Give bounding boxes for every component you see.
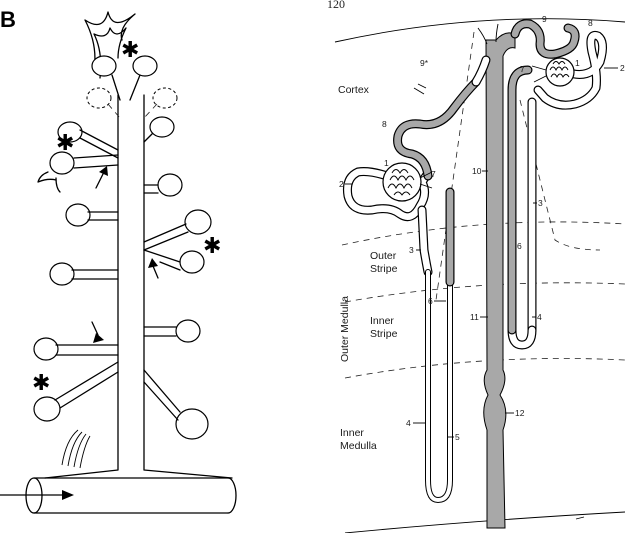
label-outer-medulla: Outer Medulla: [339, 296, 351, 362]
num-4b: 4: [537, 312, 542, 322]
papilla-mark: [575, 516, 585, 520]
num-2b: 2: [620, 63, 625, 73]
num-11: 11: [470, 312, 479, 322]
branch-right-4: [143, 249, 181, 271]
label-inner-medulla-1: Inner: [340, 427, 364, 439]
boundary-cortex: [341, 221, 625, 246]
num-4a: 4: [406, 418, 411, 428]
glomerulus-right-5: [175, 319, 201, 343]
glomerulus-right-3: [184, 209, 212, 235]
glomerulus-top-left: [91, 55, 117, 77]
top-fork: [84, 11, 136, 79]
panel-label: B: [0, 7, 16, 32]
boundary-outer-inner-stripe: [344, 282, 625, 303]
label-outer-stripe-2: Stripe: [370, 263, 398, 275]
dashed-glomerulus-left: [86, 87, 112, 109]
segment-labels: 1 2 8 7 3 6 4 5 10 11 12 9 9* 8 7 1 2: [339, 14, 625, 442]
dashed-stalks: [107, 103, 158, 119]
short-loop-nephron: [507, 19, 608, 350]
vessel-cylinder: [0, 477, 237, 514]
branch-left-2: [37, 154, 119, 193]
dashed-glomerulus-right: [152, 87, 178, 109]
label-cortex: Cortex: [338, 84, 370, 96]
branch-left-4: [71, 269, 119, 280]
num-10: 10: [472, 166, 482, 176]
num-3a: 3: [409, 245, 414, 255]
branch-right-6: [143, 369, 181, 421]
glomerulus-left-3: [65, 203, 91, 227]
label-inner-medulla-2: Medulla: [340, 440, 377, 452]
branch-right-5: [143, 326, 177, 337]
vessel-bundle: [61, 429, 91, 469]
glomerulus-left-6: [33, 396, 61, 422]
glomerulus-right-1: [149, 116, 175, 138]
arrow-low-head: [93, 333, 104, 343]
num-1a: 1: [384, 158, 389, 168]
num-7b: 7: [520, 64, 525, 74]
num-9-top: 9: [542, 14, 547, 24]
glomerulus-right-4: [179, 250, 205, 274]
num-8a: 8: [382, 119, 387, 129]
trunk-right-wall: [143, 94, 233, 479]
num-2a: 2: [339, 179, 344, 189]
medullary-ray: [435, 31, 601, 301]
num-6a: 6: [428, 296, 433, 306]
num-6b: 6: [517, 241, 522, 251]
glomerulus-left-2: [49, 151, 75, 175]
branch-right-2: [143, 184, 159, 194]
glomerulus-left-1: [57, 121, 83, 143]
branch-left-5: [55, 344, 119, 356]
num-3b: 3: [538, 198, 543, 208]
asterisk-top: ✱: [121, 38, 139, 63]
num-7a: 7: [431, 169, 436, 179]
glomerulus-left-5: [33, 337, 59, 361]
papilla-outline: [344, 511, 625, 533]
arrow-left-shaft: [95, 171, 105, 189]
panel-nephron: 120 Cortex Outer Stripe Inner Stripe Out…: [327, 0, 625, 533]
panel-b-collecting-tree: B ✱ ✱: [0, 7, 237, 514]
branch-left-6: [54, 361, 119, 409]
long-loop-nephron: [343, 55, 491, 503]
arrow-low-shaft: [91, 321, 99, 336]
label-inner-stripe-2: Stripe: [370, 328, 398, 340]
num-12: 12: [515, 408, 525, 418]
num-1b: 1: [575, 58, 580, 68]
glomerulus-top-right: [132, 55, 158, 77]
capsule-outline: [334, 18, 625, 43]
glomerulus-right-6: [175, 408, 209, 440]
top-stalks: [111, 74, 141, 101]
num-9-star: 9*: [420, 58, 429, 68]
branch-right-1: [143, 133, 153, 143]
label-outer-stripe-1: Outer: [370, 250, 397, 262]
arrow-right-shaft: [152, 265, 159, 279]
asterisk-left-6: ✱: [32, 371, 50, 396]
num-5a: 5: [455, 432, 460, 442]
arrow-left-head: [99, 166, 108, 176]
glomerulus-left-4: [49, 262, 75, 286]
asterisk-right: ✱: [203, 234, 221, 259]
asterisk-left-1: ✱: [56, 131, 74, 156]
glomerulus-right-2: [157, 173, 183, 197]
branch-left-3: [87, 211, 119, 221]
num-8b: 8: [588, 18, 593, 28]
label-inner-stripe-1: Inner: [370, 315, 394, 327]
arrow-right-head: [148, 258, 158, 268]
branch-left-1: [79, 129, 119, 159]
page-number: 120: [327, 0, 345, 11]
boundary-outer-inner-medulla: [344, 358, 625, 379]
branch-right-3: [143, 223, 189, 251]
